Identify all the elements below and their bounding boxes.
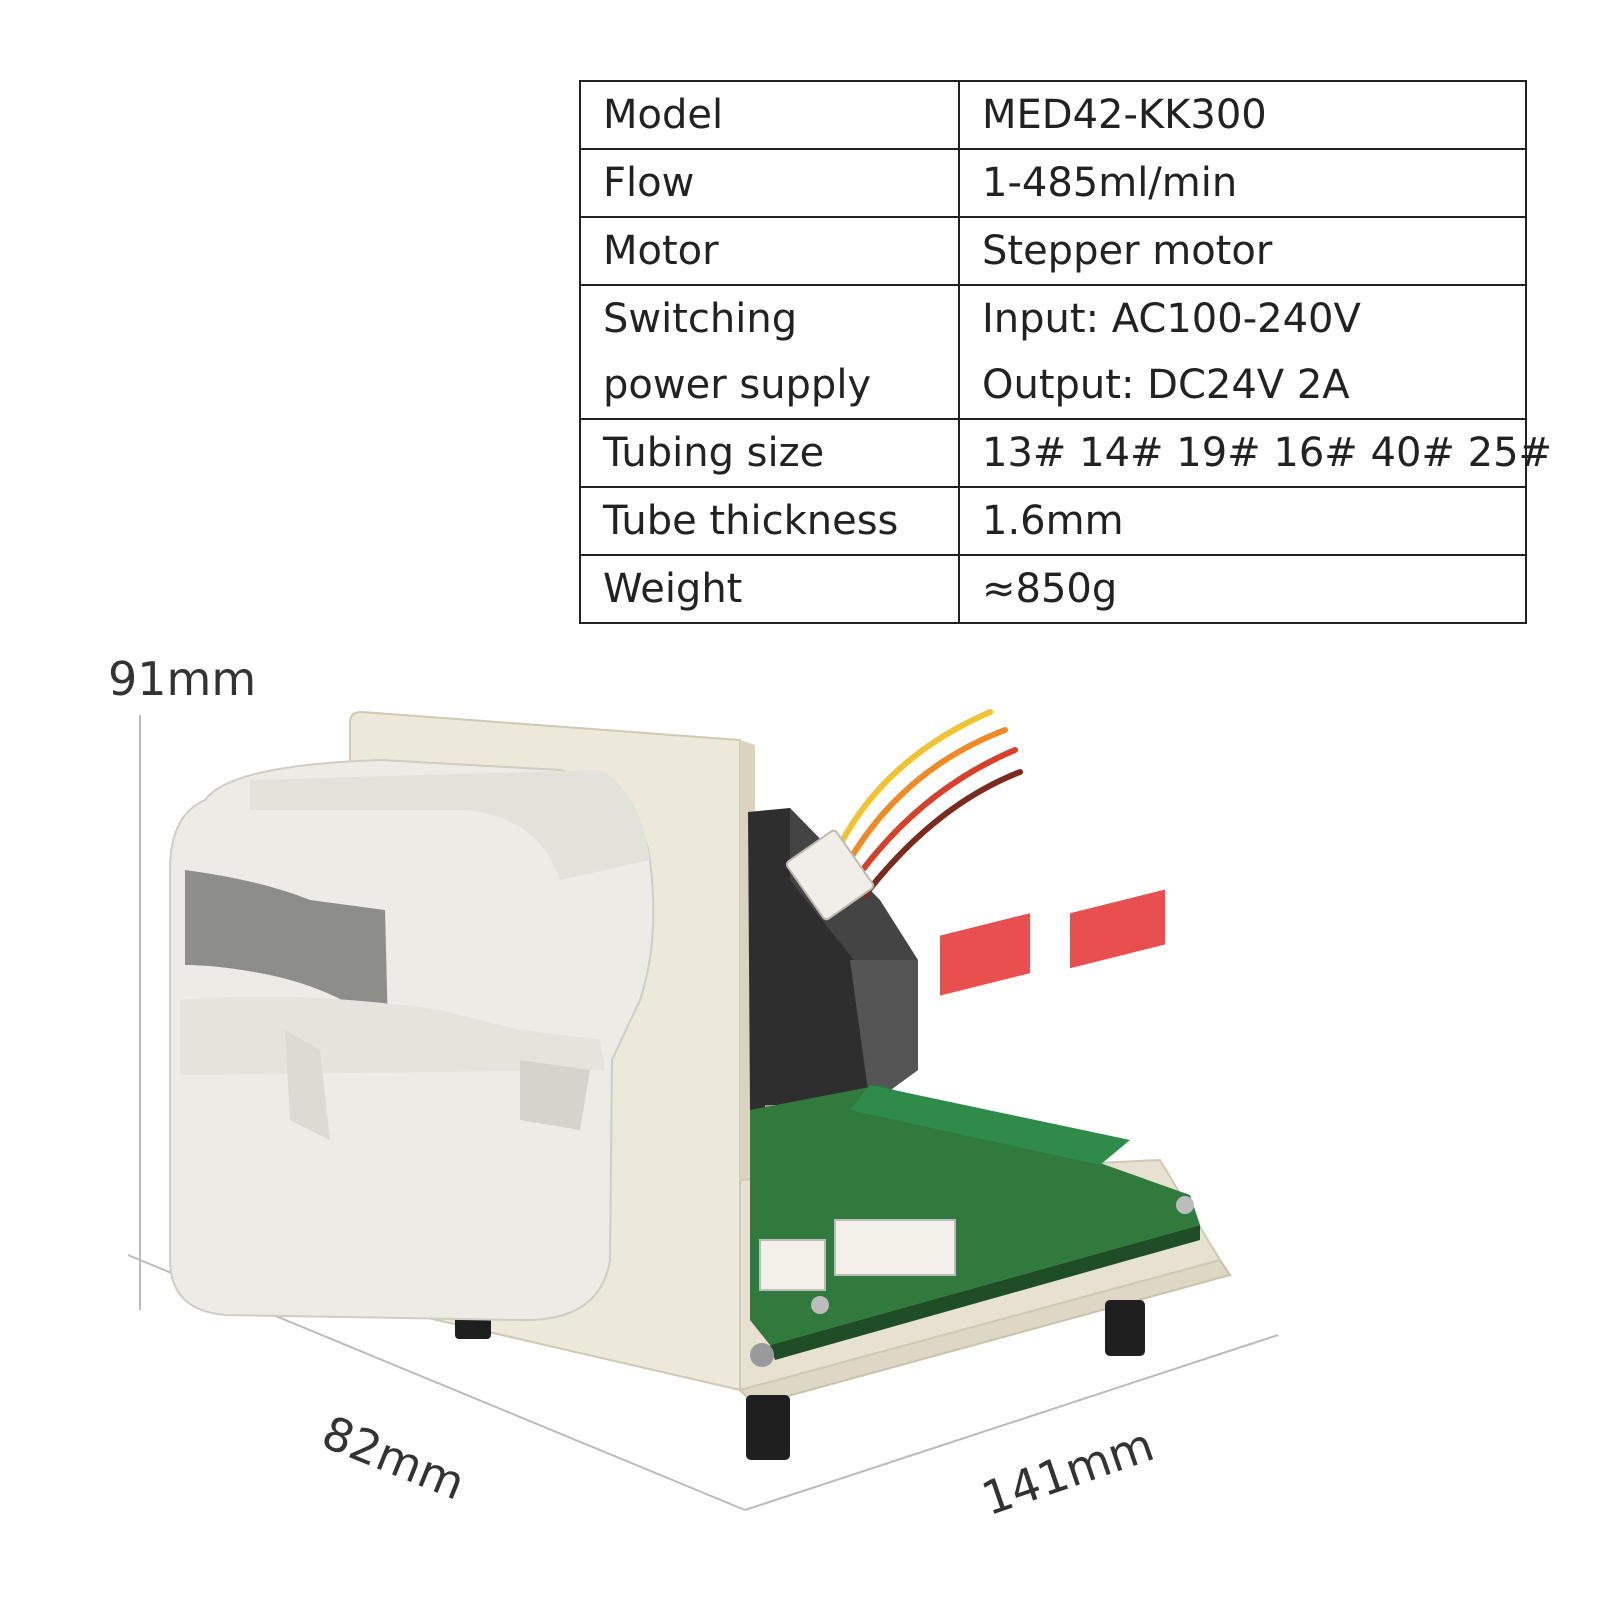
connector-white	[834, 1219, 956, 1276]
motor-connector	[785, 829, 875, 921]
spec-key: Flow	[579, 148, 960, 218]
spec-row: Tubing size 13# 14# 19# 16# 40# 25#	[579, 418, 1552, 488]
terminal-block	[850, 1085, 1130, 1165]
spec-row: Flow 1-485ml/min	[579, 148, 1527, 218]
control-board	[750, 889, 1200, 1367]
spec-key-line: power supply	[603, 362, 872, 408]
spec-value: 13# 14# 19# 16# 40# 25#	[958, 418, 1552, 488]
spec-value: 1-485ml/min	[958, 148, 1527, 218]
spec-value: ≈850g	[958, 554, 1527, 624]
spec-key: Weight	[579, 554, 960, 624]
spec-key: Motor	[579, 216, 960, 286]
spec-value-line: Input: AC100-240V	[982, 296, 1361, 342]
pump-head	[169, 758, 655, 1322]
spec-row: Switching power supply Input: AC100-240V…	[579, 284, 1527, 420]
spec-row: Motor Stepper motor	[579, 216, 1527, 286]
dimension-height-label: 91mm	[108, 652, 257, 706]
motor-wires	[832, 709, 1023, 898]
pump-window	[185, 870, 388, 1030]
dip-switch-1	[940, 913, 1030, 996]
spec-value-line: Output: DC24V 2A	[982, 362, 1350, 408]
dip-switch-2	[1070, 889, 1165, 969]
spec-key: Tubing size	[579, 418, 960, 488]
spec-value: MED42-KK300	[958, 80, 1527, 150]
spec-value: Stepper motor	[958, 216, 1527, 286]
spec-value: 1.6mm	[958, 486, 1527, 556]
spec-row: Weight ≈850g	[579, 554, 1527, 624]
spec-table: Model MED42-KK300 Flow 1-485ml/min Motor…	[579, 80, 1552, 624]
spec-key: Tube thickness	[579, 486, 960, 556]
spec-row: Tube thickness 1.6mm	[579, 486, 1527, 556]
spec-key: Switching power supply	[579, 284, 960, 420]
spec-key: Model	[579, 80, 960, 150]
spec-key-line: Switching	[603, 296, 798, 342]
spec-value: Input: AC100-240V Output: DC24V 2A	[958, 284, 1527, 420]
spec-row: Model MED42-KK300	[579, 80, 1527, 150]
